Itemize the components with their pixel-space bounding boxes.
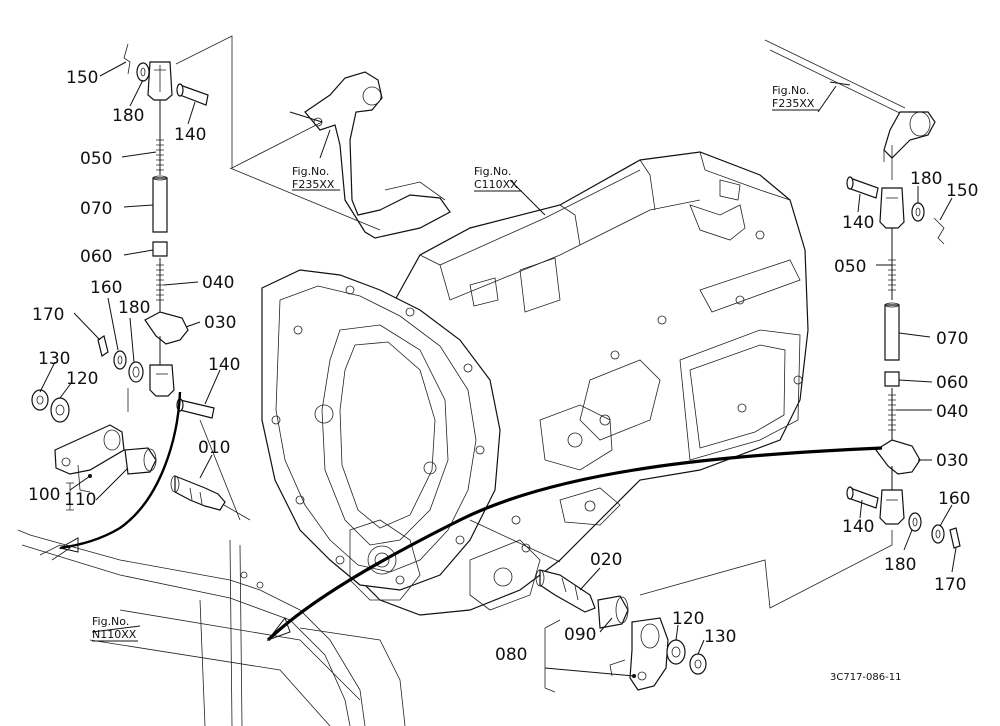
fig-ref-top-right-line2: F235XX: [772, 97, 815, 110]
right-rod-linkage: [846, 176, 961, 549]
part-label-010: 010: [198, 438, 230, 458]
part-label-090: 090: [564, 625, 596, 645]
transmission-housing: [261, 151, 809, 616]
part-label-120-bottom: 120: [672, 609, 704, 629]
brake-pedal-sketch: [304, 71, 451, 239]
part-label-110: 110: [64, 490, 96, 510]
routing-lines: [58, 35, 893, 693]
fig-ref-top-right-line1: Fig.No.: [772, 84, 809, 97]
fig-ref-pedal-line2: F235XX: [292, 178, 335, 191]
frame-outline: [17, 529, 406, 726]
cross-shaft-assembly: [535, 569, 707, 691]
figure-ref-top-right: Fig.No. F235XX: [772, 84, 820, 111]
left-part-labels: 150 180 140 050 070 060 040 030 170 160 …: [28, 68, 240, 510]
part-label-060-right: 060: [936, 373, 968, 393]
part-label-120: 120: [66, 369, 98, 389]
part-label-140-lower: 140: [208, 355, 240, 375]
part-label-180-lower: 180: [118, 298, 150, 318]
fig-ref-housing-line1: Fig.No.: [474, 165, 511, 178]
fig-ref-frame-line2: N110XX: [92, 628, 137, 641]
part-label-160: 160: [90, 278, 122, 298]
part-label-100: 100: [28, 485, 60, 505]
part-label-060: 060: [80, 247, 112, 267]
part-label-180: 180: [112, 106, 144, 126]
part-label-080: 080: [495, 645, 527, 665]
part-label-040: 040: [202, 273, 234, 293]
figure-ref-frame: Fig.No. N110XX: [92, 615, 138, 642]
part-label-170: 170: [32, 305, 64, 325]
part-label-070-right: 070: [936, 329, 968, 349]
bottom-part-labels: 020 090 080 120 130: [495, 550, 736, 665]
part-label-030-right: 030: [936, 451, 968, 471]
figure-ref-housing: Fig.No. C110XX: [474, 165, 522, 192]
part-label-150-right: 150: [946, 181, 978, 201]
left-rod-linkage: [31, 43, 226, 511]
part-label-040-right: 040: [936, 402, 968, 422]
part-label-140: 140: [174, 125, 206, 145]
routing-arc-left: [59, 391, 182, 550]
part-label-180-right-lower: 180: [884, 555, 916, 575]
part-label-150: 150: [66, 68, 98, 88]
part-label-180-right: 180: [910, 169, 942, 189]
part-label-160-right: 160: [938, 489, 970, 509]
figure-ref-pedal: Fig.No. F235XX: [292, 165, 340, 191]
routing-arc-long: [266, 446, 883, 642]
part-label-130: 130: [38, 349, 70, 369]
leader-lines: [39, 61, 957, 655]
part-label-140-right-lower: 140: [842, 517, 874, 537]
drawing-code: 3C717-086-11: [830, 672, 901, 683]
part-label-050-right: 050: [834, 257, 866, 277]
part-label-050: 050: [80, 149, 112, 169]
fig-ref-housing-line2: C110XX: [474, 178, 518, 191]
right-part-labels: 140 180 150 050 070 060 040 030 160 140 …: [834, 169, 978, 595]
part-label-020: 020: [590, 550, 622, 570]
fig-ref-frame-line1: Fig.No.: [92, 615, 129, 628]
part-label-140-right: 140: [842, 213, 874, 233]
part-label-170-right: 170: [934, 575, 966, 595]
part-label-030: 030: [204, 313, 236, 333]
fig-ref-pedal-line1: Fig.No.: [292, 165, 329, 178]
part-label-130-bottom: 130: [704, 627, 736, 647]
part-label-070: 070: [80, 199, 112, 219]
